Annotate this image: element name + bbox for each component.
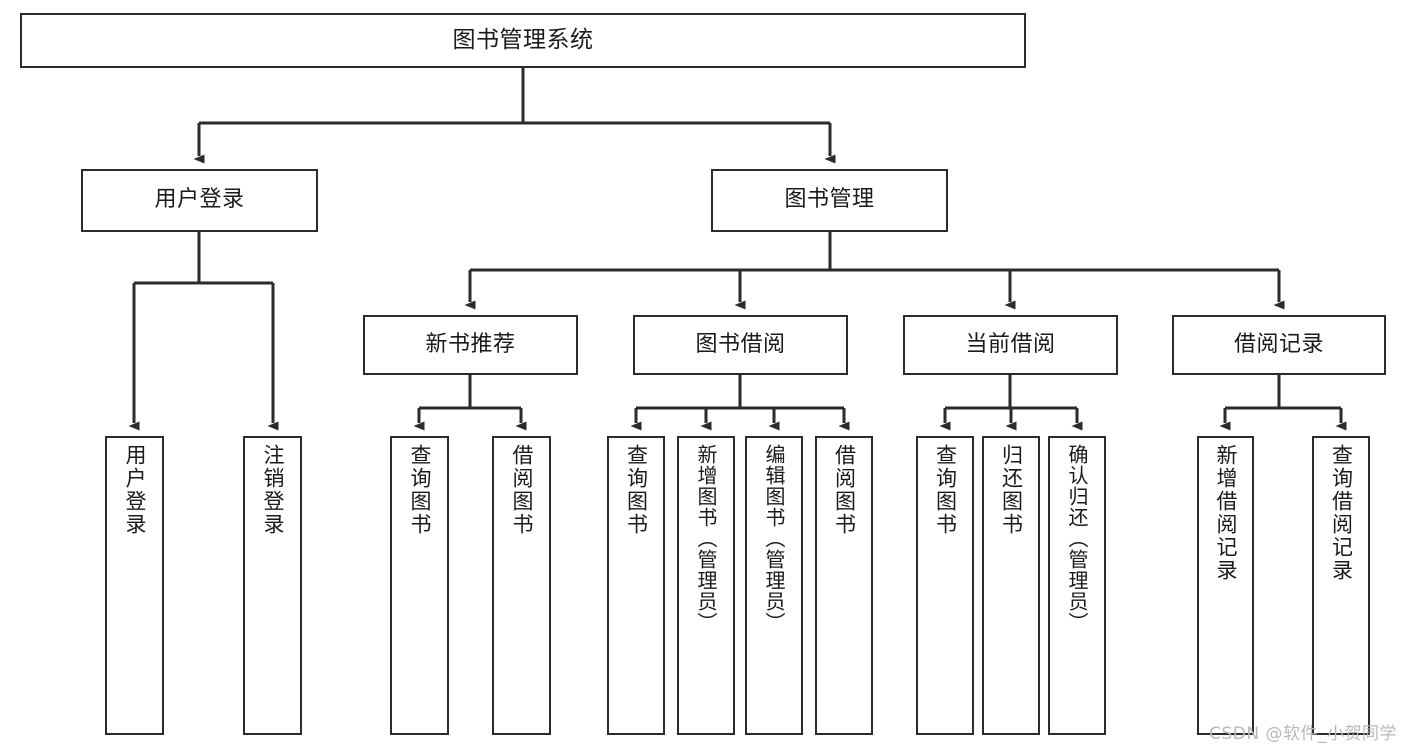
node-leaf-return-book[interactable]: 归还图书 [982,436,1040,735]
node-leaf-confirm-return[interactable]: 确认归还（管理员） [1048,436,1106,735]
node-label: 查询图书 [408,444,432,536]
node-label: 用户登录 [123,444,147,536]
node-label: 查询图书 [933,444,958,536]
node-new-book-recommend[interactable]: 新书推荐 [363,315,578,375]
node-leaf-add-book[interactable]: 新增图书（管理员） [677,436,735,735]
node-leaf-borrow-books-1[interactable]: 借阅图书 [492,436,551,735]
node-label: 查询图书 [624,444,649,536]
node-label: 借阅图书 [510,444,534,536]
node-label: 图书管理 [784,187,875,213]
node-label: 图书借阅 [695,331,786,357]
node-current-borrow[interactable]: 当前借阅 [903,315,1118,375]
node-label: 借阅记录 [1233,331,1324,357]
node-user-login[interactable]: 用户登录 [81,169,318,232]
node-label: 借阅图书 [832,444,857,536]
node-label: 用户登录 [154,187,245,213]
node-label: 新书推荐 [425,331,516,357]
node-leaf-edit-book[interactable]: 编辑图书（管理员） [745,436,803,735]
node-leaf-borrow-books-2[interactable]: 借阅图书 [815,436,873,735]
node-label: 新增借阅记录 [1214,444,1238,582]
node-leaf-query-books-1[interactable]: 查询图书 [390,436,449,735]
node-leaf-logout-login[interactable]: 注销登录 [243,436,302,735]
node-leaf-query-record[interactable]: 查询借阅记录 [1312,436,1370,735]
node-label: 当前借阅 [965,331,1056,357]
node-leaf-query-books-2[interactable]: 查询图书 [607,436,665,735]
node-label: 确认归还（管理员） [1065,444,1089,633]
node-leaf-user-login[interactable]: 用户登录 [105,436,164,735]
node-leaf-add-record[interactable]: 新增借阅记录 [1197,436,1254,735]
node-borrow-record[interactable]: 借阅记录 [1172,315,1386,375]
watermark-text: CSDN @软件_小贺同学 [1209,724,1397,744]
node-label: 注销登录 [261,444,285,536]
node-label: 图书管理系统 [452,26,594,53]
node-label: 新增图书（管理员） [694,444,718,633]
node-book-management[interactable]: 图书管理 [711,169,948,232]
node-book-borrow[interactable]: 图书借阅 [633,315,848,375]
node-root-system[interactable]: 图书管理系统 [20,13,1026,68]
node-label: 查询借阅记录 [1329,444,1354,582]
node-label: 归还图书 [999,444,1024,536]
node-leaf-query-books-3[interactable]: 查询图书 [916,436,974,735]
node-label: 编辑图书（管理员） [762,444,786,633]
